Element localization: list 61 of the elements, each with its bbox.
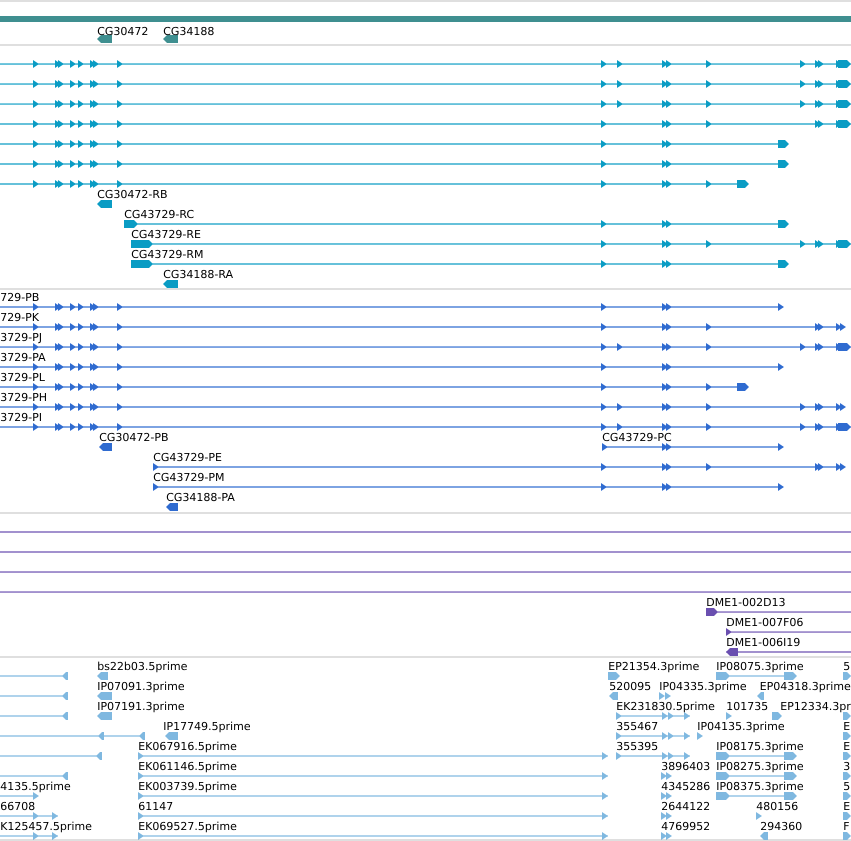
- feature-label: EP21354.3prime: [609, 662, 699, 672]
- feature-label: CG30472: [98, 26, 148, 36]
- feature-label: 66708: [0, 802, 34, 810]
- feature-label: 3896403: [662, 762, 710, 770]
- feature-label: CG43729-PE: [154, 452, 222, 462]
- feature-label: 729-PB: [1, 292, 39, 302]
- feature-label: bs22b03.5prime: [98, 662, 187, 672]
- feature-label: 355467: [617, 722, 658, 730]
- feature-label: IP04335.3prime: [660, 682, 746, 692]
- feature-label: 3729-PI: [1, 412, 41, 422]
- feature-label: 101735: [727, 702, 768, 710]
- feature-label: EK003739.5prime: [139, 782, 236, 792]
- feature-label: IP07191.3prime: [98, 702, 184, 712]
- feature-label: 729-PK: [1, 312, 40, 322]
- feature-label: 3: [844, 762, 850, 770]
- feature-label: 4135.5prime: [0, 782, 70, 792]
- feature-label: DME1-002D13: [707, 598, 785, 606]
- feature-label: 480156: [756, 802, 798, 810]
- feature-label: EK067916.5prime: [139, 742, 236, 752]
- feature-label: CG43729-PC: [602, 432, 672, 442]
- feature-label: IP08275.3prime: [717, 762, 804, 772]
- feature-label: CG43729-RE: [132, 230, 200, 238]
- feature-label: EK061146.5prime: [139, 762, 236, 772]
- feature-label: 5: [844, 662, 850, 670]
- feature-label: DME1-007F06: [727, 618, 803, 626]
- feature-label: E: [844, 742, 850, 750]
- feature-label: EK231830.5prime: [617, 702, 714, 712]
- feature-label: 294360: [761, 822, 802, 830]
- feature-label: 520095: [610, 682, 650, 690]
- feature-label: CG30472-RB: [98, 190, 167, 198]
- feature-label: 355395: [617, 742, 658, 750]
- feature-label: K125457.5prime: [1, 822, 92, 832]
- feature-label: 3729-PJ: [1, 332, 41, 344]
- feature-label: 2644122: [662, 802, 710, 810]
- feature-label: 3729-PA: [1, 352, 46, 362]
- feature-label: CG34188: [164, 26, 214, 36]
- feature-label: DME1-006I19: [727, 638, 800, 646]
- feature-label: E: [844, 722, 850, 730]
- feature-label: IP08175.3prime: [717, 742, 804, 752]
- feature-label: E: [844, 802, 850, 810]
- feature-label: EP12334.3pr: [781, 702, 851, 712]
- feature-label: 61147: [138, 802, 172, 810]
- feature-label: IP17749.5prime: [164, 722, 250, 732]
- feature-label: IP07091.3prime: [98, 682, 184, 692]
- feature-label: 3729-PH: [1, 392, 46, 402]
- feature-label: CG43729-PM: [154, 472, 224, 482]
- feature-label: CG43729-RM: [132, 250, 202, 258]
- feature-label: EK069527.5prime: [139, 822, 236, 832]
- feature-label: 5: [844, 782, 850, 790]
- feature-label: IP08075.3prime: [717, 662, 804, 672]
- feature-label: IP04135.3prime: [698, 722, 784, 732]
- feature-label: 3729-PL: [1, 372, 45, 382]
- feature-label: IP08375.3prime: [717, 782, 804, 792]
- feature-label: F: [844, 822, 849, 830]
- feature-label: 4345286: [662, 782, 710, 790]
- feature-label: CG34188-PA: [166, 492, 235, 502]
- feature-label: CG43729-RC: [124, 210, 194, 218]
- feature-label: CG30472-PB: [100, 432, 168, 442]
- feature-label: 4769952: [662, 822, 710, 830]
- feature-label: CG34188-RA: [164, 270, 233, 278]
- feature-label: EP04318.3prime: [760, 682, 850, 692]
